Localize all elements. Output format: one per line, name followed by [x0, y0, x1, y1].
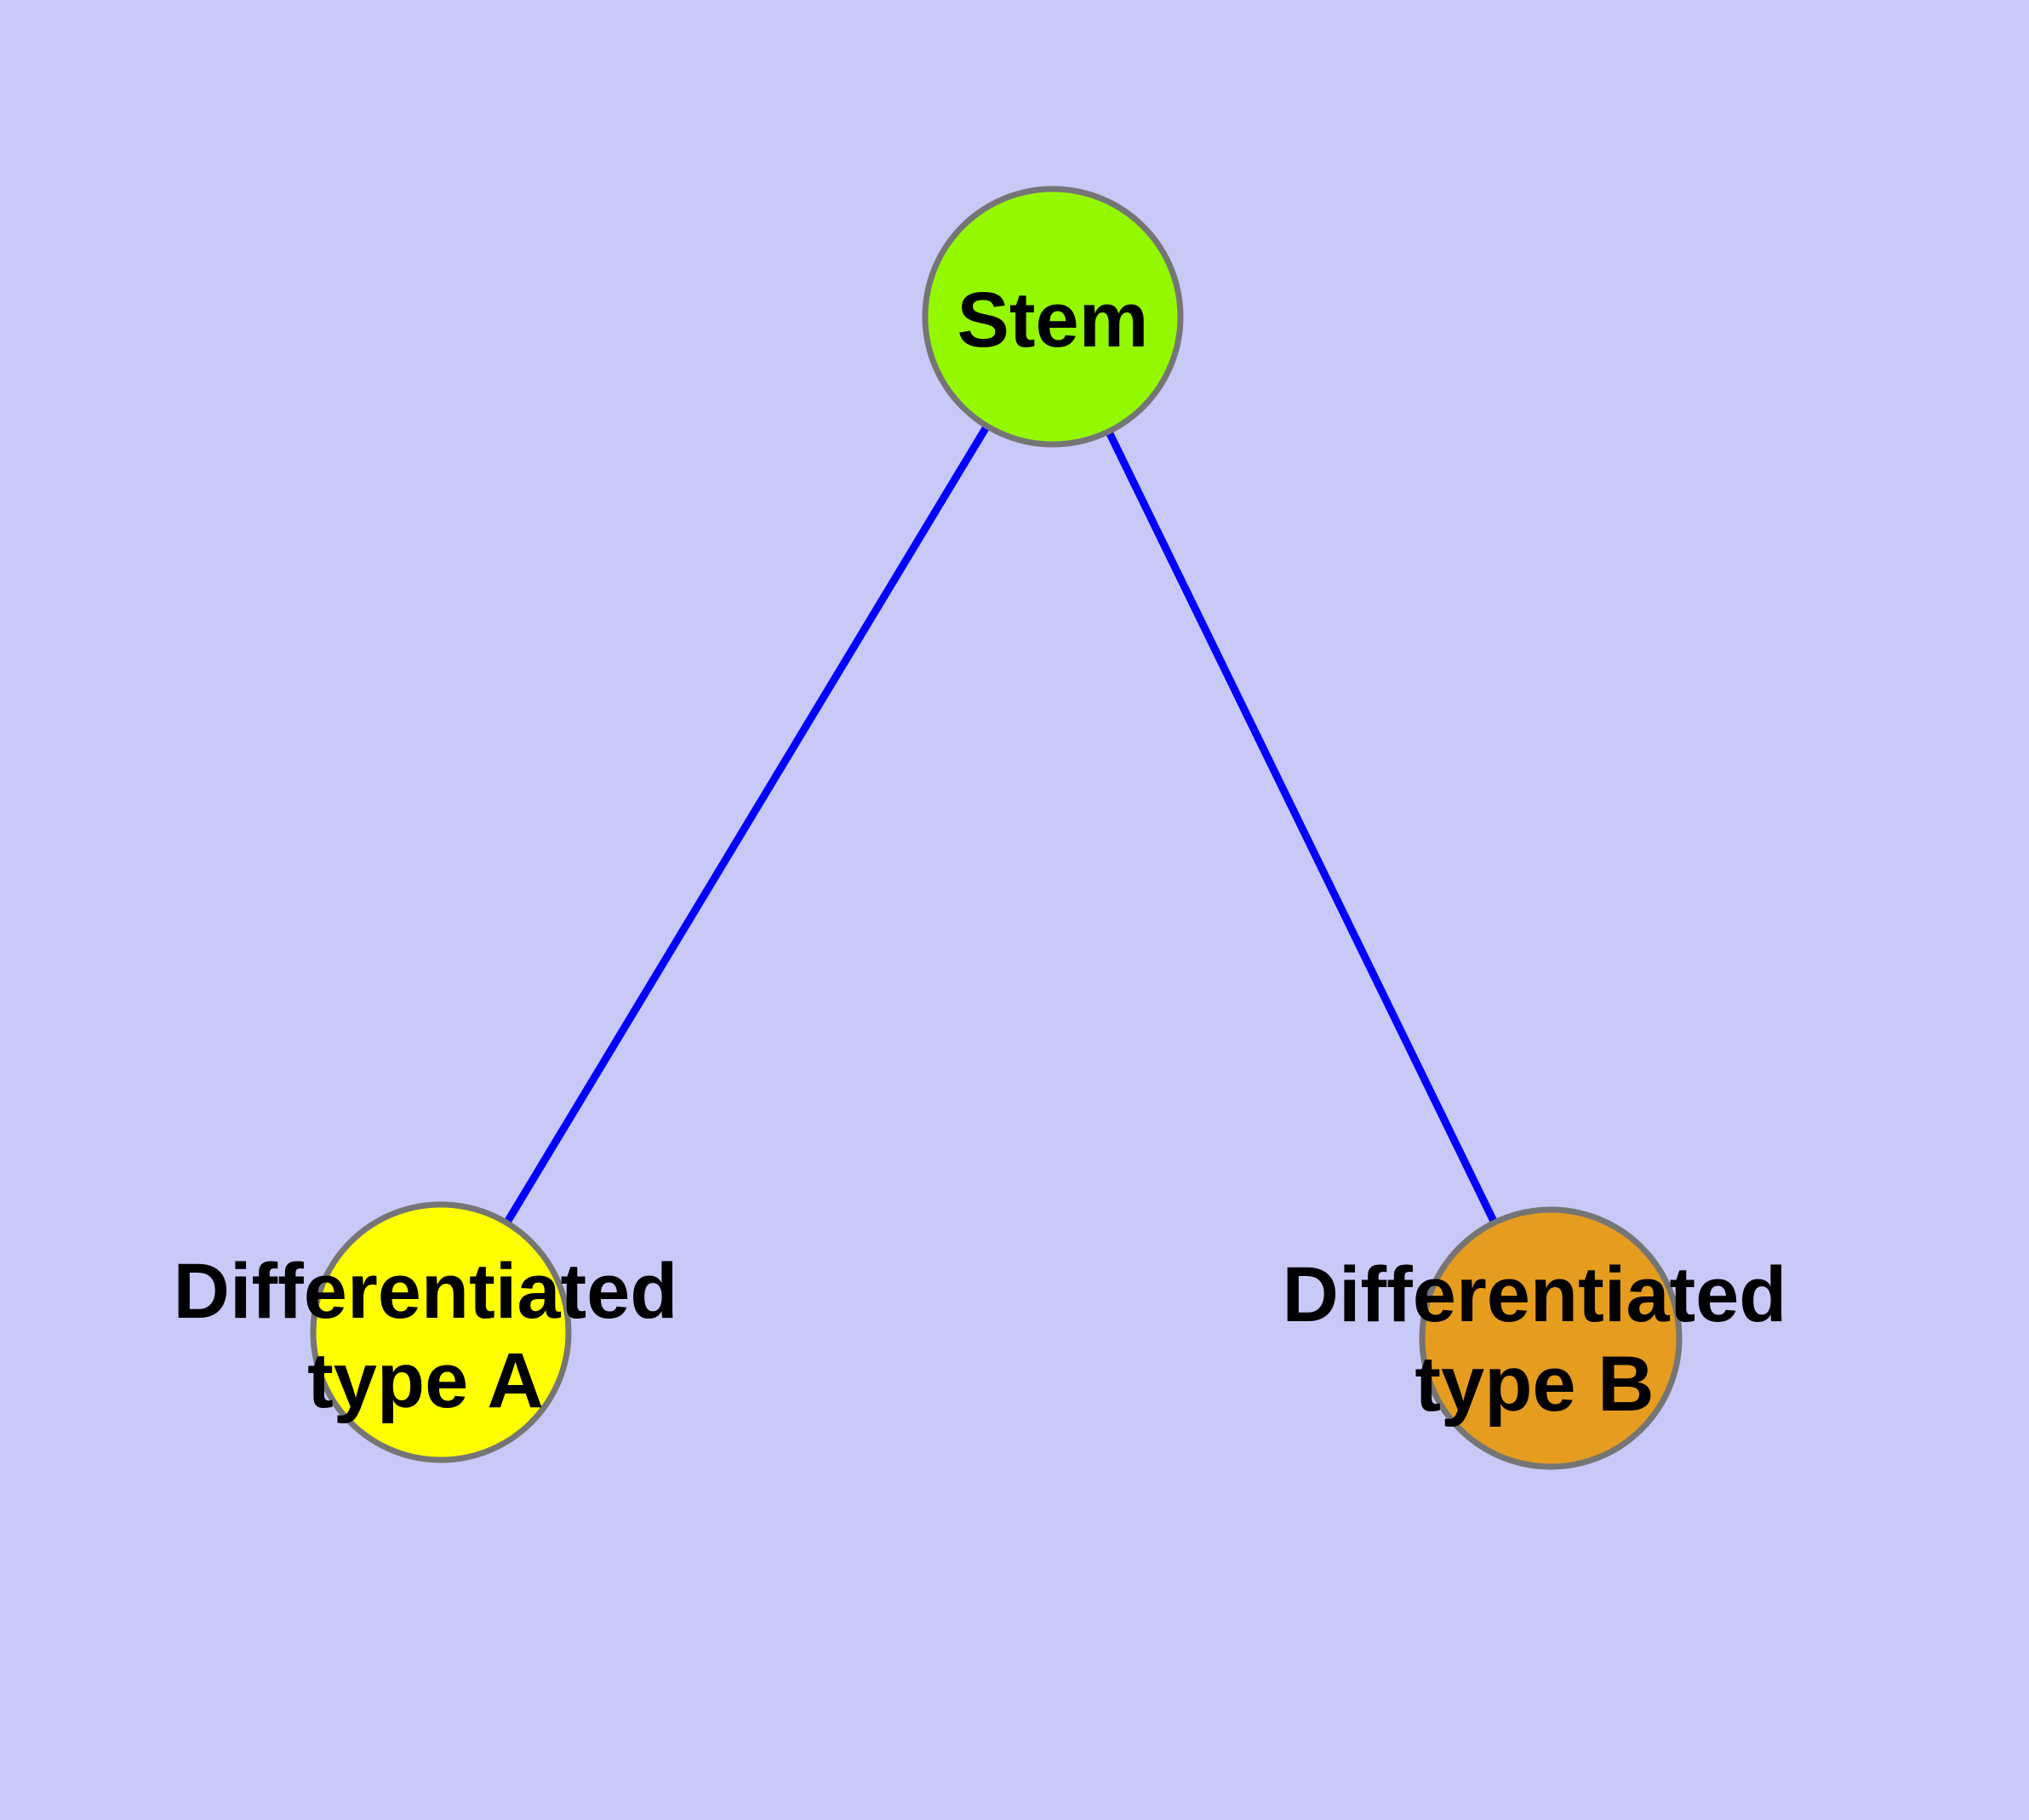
node-stem	[922, 186, 1184, 448]
node-stem-label: Stem	[957, 277, 1149, 363]
edge-stem-to-type-b	[1049, 315, 1555, 1340]
node-type-b-label-line1: Differentiated	[1283, 1251, 1787, 1338]
node-differentiated-type-a	[310, 1201, 572, 1463]
node-type-a-label-line1: Differentiated	[174, 1248, 678, 1335]
node-differentiated-type-b	[1419, 1206, 1683, 1470]
node-type-b-label-line2: type B	[1415, 1341, 1654, 1428]
node-type-a-label-line2: type A	[307, 1337, 544, 1424]
edge-stem-to-type-a	[437, 314, 1056, 1335]
